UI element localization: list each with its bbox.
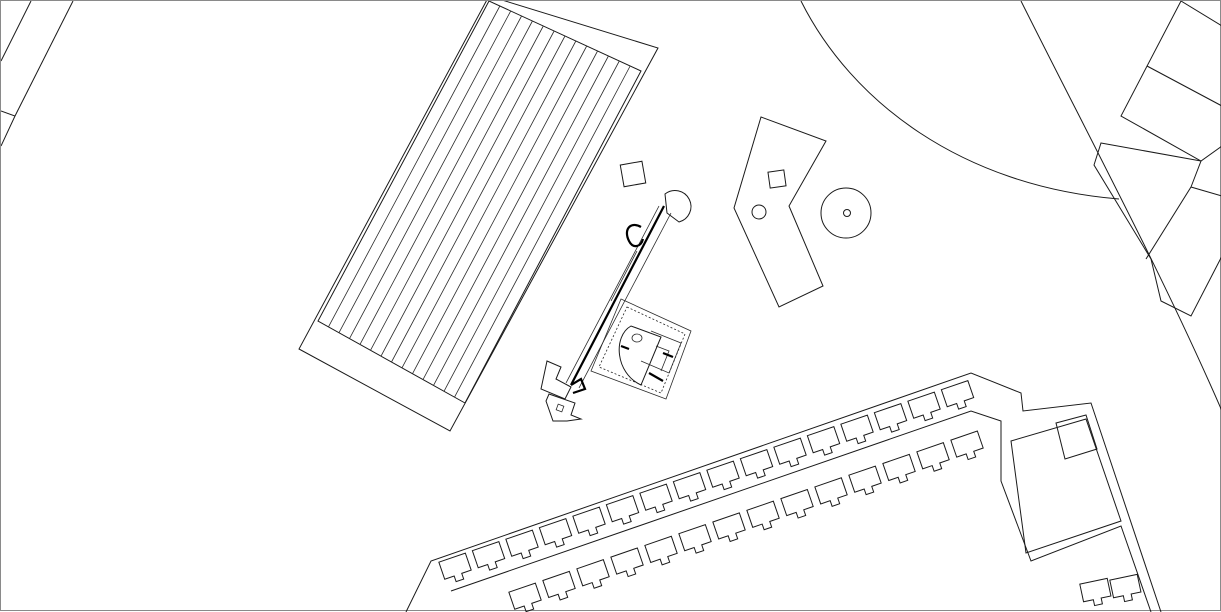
terrace-stripe xyxy=(422,50,598,380)
cell-block xyxy=(882,453,916,484)
courtyard-complex xyxy=(590,298,692,400)
cell-block xyxy=(848,465,882,496)
outer-wall xyxy=(405,372,1162,612)
cell-block xyxy=(940,379,975,410)
terrace-stripe xyxy=(412,45,588,374)
cell-block xyxy=(1109,573,1142,603)
west-building-fragment xyxy=(1,1,74,147)
platform-square xyxy=(767,169,787,189)
circular-plaza-arc xyxy=(800,1,1221,410)
terraced-field xyxy=(298,1,659,432)
cell-block xyxy=(814,477,848,507)
cell-block xyxy=(576,559,610,589)
cell-block xyxy=(806,425,841,456)
cell-block xyxy=(471,540,506,571)
cell-block xyxy=(572,506,606,537)
cell-block xyxy=(639,483,673,514)
cell-block xyxy=(873,402,908,433)
entry-pavilion xyxy=(540,360,587,422)
cell-block xyxy=(644,535,678,566)
terrace-stripe xyxy=(328,5,501,328)
cell-block xyxy=(950,430,984,461)
cell-block xyxy=(605,494,640,525)
terrace-stripe xyxy=(401,40,577,369)
cell-block xyxy=(712,512,746,543)
cell-block xyxy=(505,529,539,560)
round-pond xyxy=(820,187,872,239)
cell-block xyxy=(706,460,740,491)
terrace-stripe xyxy=(443,60,620,392)
cell-block xyxy=(780,488,814,519)
cell-block xyxy=(438,552,472,583)
cell-block xyxy=(739,448,774,479)
cell-wall-blocks xyxy=(405,372,1162,612)
cell-block xyxy=(538,517,573,548)
cell-block xyxy=(678,523,712,554)
inner-wall xyxy=(450,410,1152,612)
terrace-stripe xyxy=(349,15,522,339)
cell-block xyxy=(840,414,874,445)
cell-block xyxy=(610,547,644,578)
cell-block xyxy=(542,570,576,601)
cell-block xyxy=(916,442,950,472)
long-walkway xyxy=(565,190,692,389)
l-shaped-platform xyxy=(733,116,827,308)
terrace-stripe xyxy=(370,25,544,351)
east-buildings xyxy=(1093,1,1221,317)
cell-block xyxy=(1079,577,1112,607)
cell-block xyxy=(907,391,941,422)
terrace-stripe xyxy=(433,55,609,386)
terrace-stripe xyxy=(338,10,512,333)
small-pavilion-square xyxy=(619,160,647,188)
cell-block xyxy=(773,437,807,468)
terrace-stripe xyxy=(359,20,533,345)
corner-court xyxy=(1010,418,1122,554)
terrace-stripe xyxy=(380,30,555,357)
cell-block xyxy=(672,471,707,502)
cell-block xyxy=(746,500,780,531)
corner-court-cell xyxy=(1055,414,1098,460)
cell-block xyxy=(508,582,542,612)
platform-circle xyxy=(751,204,767,220)
terrace-stripe xyxy=(391,35,566,363)
terrace-stripe xyxy=(454,65,631,398)
